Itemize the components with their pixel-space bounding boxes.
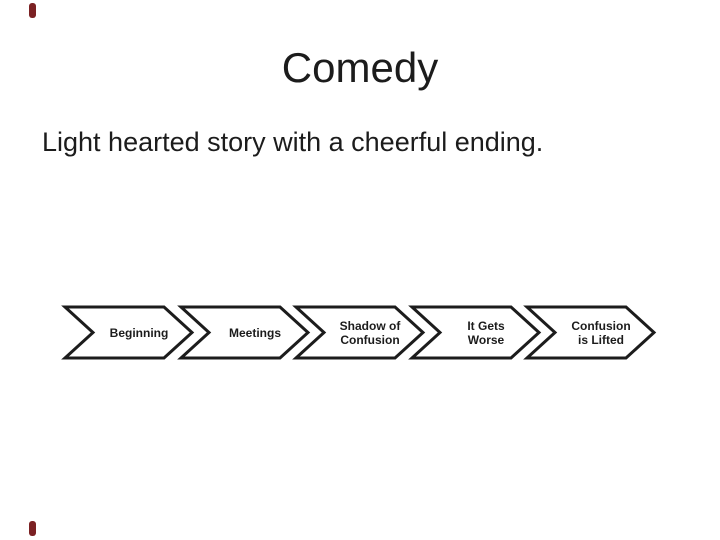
slide-edge-mark-bottom-left: [29, 521, 36, 536]
process-step-label: Beginning: [89, 305, 189, 360]
process-step-line: is Lifted: [577, 332, 624, 347]
chevron-arrow-icon: [523, 305, 657, 360]
slide-edge-mark-top-left: [29, 3, 36, 18]
process-step-label: Meetings: [205, 305, 305, 360]
process-step-line: Confusion: [340, 332, 400, 347]
slide-subtitle: Light hearted story with a cheerful endi…: [42, 127, 544, 157]
process-step-line: Worse: [467, 332, 505, 347]
chevron-arrow-icon: [61, 305, 195, 360]
chevron-arrow-icon: [292, 305, 426, 360]
chevron-arrow-icon: [408, 305, 542, 360]
process-step-line: Beginning: [109, 325, 169, 340]
process-step-line: Confusion: [571, 318, 631, 333]
process-step: Beginning: [61, 305, 195, 360]
process-step-line: Meetings: [228, 325, 281, 340]
chevron-arrow-icon: [177, 305, 311, 360]
process-step-line: It Gets: [467, 318, 505, 333]
process-step: Meetings: [177, 305, 311, 360]
slide-title: Comedy: [281, 44, 439, 91]
process-step-line: Shadow of: [339, 318, 401, 333]
